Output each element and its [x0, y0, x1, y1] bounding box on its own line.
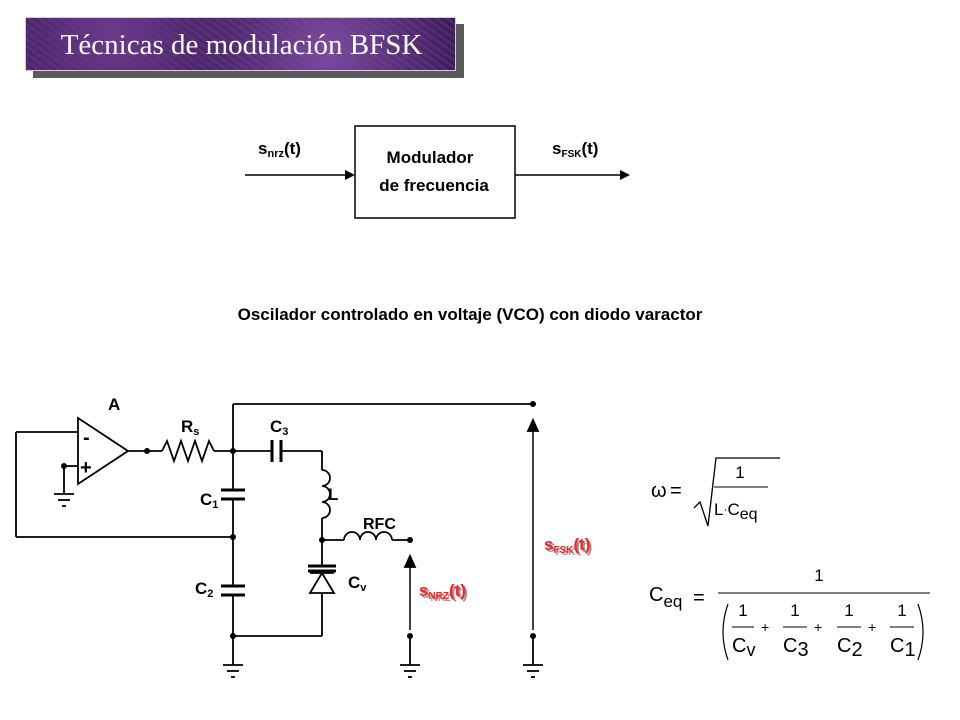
- opamp-label: A: [108, 395, 120, 414]
- dot-opamp-out: [144, 448, 150, 454]
- l-label: L: [328, 485, 338, 504]
- c1-label: C1: [200, 490, 218, 511]
- ceq-lhs: Ceq: [649, 584, 682, 611]
- term-c3-den: C3: [783, 635, 809, 661]
- formula-ceq: Ceq = 1 1 Cv + 1 C3 + 1 C2 + 1 C1: [649, 566, 930, 661]
- sfsk-arrowhead: [526, 417, 540, 432]
- dot-top-right: [530, 401, 536, 407]
- page-title: Técnicas de modulación BFSK: [60, 29, 423, 61]
- c2-label: C2: [195, 579, 213, 600]
- input-signal-label: snrz(t): [258, 139, 301, 160]
- term-cv-den: Cv: [732, 635, 755, 660]
- dot-snrz-term: [407, 633, 413, 639]
- dot-rs-node: [230, 448, 236, 454]
- formula-omega: ω = 1 L·Ceq: [651, 457, 780, 527]
- ceq-equals: =: [693, 587, 705, 609]
- snrz-label: sNRZ(t): [419, 581, 466, 602]
- ceq-numerator: 1: [814, 566, 823, 585]
- c3-label: C3: [270, 417, 288, 438]
- term-c1-den: C1: [890, 635, 916, 661]
- signal-labels: sNRZ(t) sNRZ(t) sFSK(t) sFSK(t): [419, 535, 592, 604]
- output-signal-label: sFSK(t): [552, 139, 598, 160]
- circuit-labels: A - + Rs C3 C1 C2 L RFC Cv: [80, 395, 396, 600]
- sqrt-symbol: [693, 457, 780, 527]
- block-diagram: Modulador de frecuencia snrz(t) sFSK(t): [245, 125, 630, 219]
- block-label-line2: de frecuencia: [379, 176, 489, 195]
- output-arrowhead: [620, 170, 630, 180]
- rs-label: Rs: [181, 417, 199, 438]
- dot-sfsk-term: [530, 633, 536, 639]
- inductor-rfc: [343, 531, 393, 541]
- opamp-plus: +: [80, 457, 92, 479]
- ceq-left-paren: [722, 603, 729, 661]
- sfsk-label: sFSK(t): [544, 535, 590, 556]
- varactor-triangle: [308, 571, 336, 594]
- term-c2-num: 1: [844, 601, 853, 620]
- ceq-right-paren: [917, 603, 924, 661]
- plus-1: +: [761, 619, 769, 635]
- title-box: Técnicas de modulación BFSK: [25, 17, 456, 71]
- resistor-rs: [161, 438, 215, 464]
- term-c3-num: 1: [790, 601, 799, 620]
- opamp-minus: -: [83, 427, 90, 449]
- input-arrowhead: [345, 170, 355, 180]
- omega-symbol: ω: [651, 480, 667, 502]
- dot-plus: [61, 463, 67, 469]
- snrz-label-shadow: sNRZ(t): [421, 583, 468, 604]
- vco-subtitle: Oscilador controlado en voltaje (VCO) co…: [238, 305, 703, 324]
- junction-dots: [61, 401, 536, 639]
- plus-3: +: [868, 619, 876, 635]
- plus-2: +: [814, 619, 822, 635]
- dot-bottom-left: [230, 633, 236, 639]
- snrz-arrowhead: [403, 553, 417, 568]
- inductor-l: [321, 469, 331, 519]
- term-c2-den: C2: [837, 635, 863, 661]
- term-c1-num: 1: [897, 601, 906, 620]
- omega-equals: =: [670, 480, 682, 502]
- opamp-symbol: [77, 416, 130, 486]
- block-label-line1: Modulador: [387, 148, 474, 167]
- vco-circuit: [15, 403, 543, 678]
- omega-numerator: 1: [735, 463, 744, 482]
- omega-denominator: L·Ceq: [714, 500, 758, 523]
- modulator-block: [354, 125, 516, 219]
- dot-c1c2-node: [230, 534, 236, 540]
- cv-label: Cv: [348, 573, 367, 594]
- dot-rfc-node: [319, 537, 325, 543]
- rfc-label: RFC: [363, 516, 396, 533]
- dot-rfc-end: [407, 537, 413, 543]
- sfsk-label-shadow: sFSK(t): [546, 537, 592, 558]
- term-cv-num: 1: [738, 601, 747, 620]
